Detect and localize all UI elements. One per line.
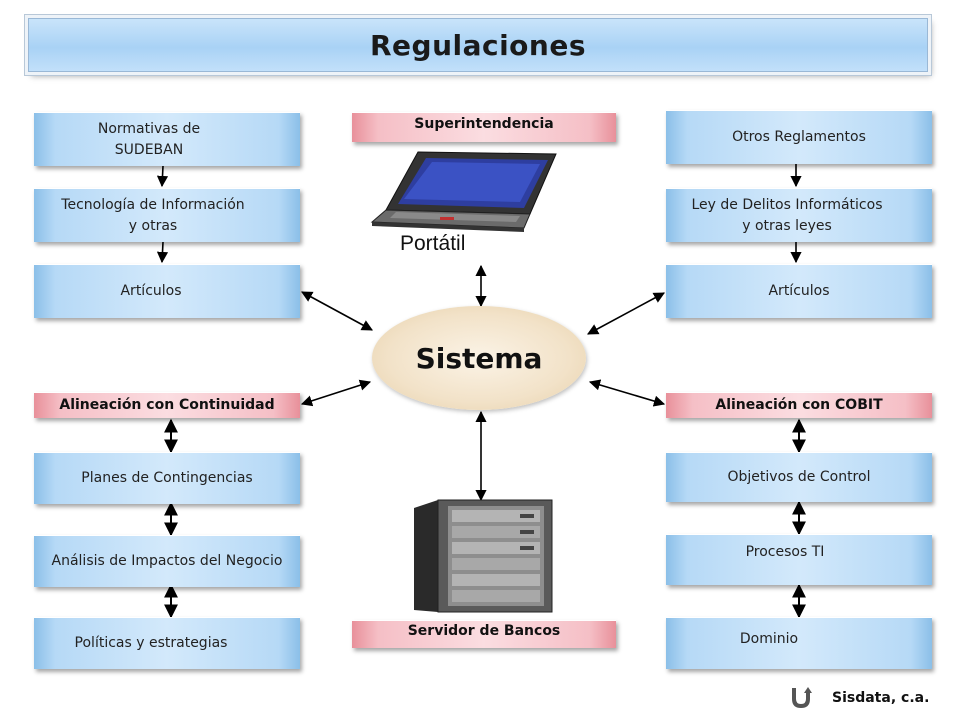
sisdata-logo-icon xyxy=(792,687,812,708)
box-procesos-label: Procesos TI xyxy=(745,543,825,560)
box-articulos-left: Artículos xyxy=(34,264,300,318)
box-servidor-label: Servidor de Bancos xyxy=(407,623,561,639)
box-articulos-right: Artículos xyxy=(666,264,932,318)
box-politicas-label: Políticas y estrategias xyxy=(74,635,228,651)
box-otros-label: Otros Reglamentos xyxy=(732,129,866,145)
box-procesos-ti: Procesos TI xyxy=(666,534,932,585)
box-objetivos-control: Objetivos de Control xyxy=(666,452,932,502)
box-servidor-bancos: Servidor de Bancos xyxy=(352,620,616,648)
box-planes-contingencias: Planes de Contingencias xyxy=(34,452,300,504)
box-normativas-sudeban: Normativas de SUDEBAN xyxy=(34,112,300,166)
title-banner: Regulaciones xyxy=(28,18,928,72)
arrow-tecnologia-articulos xyxy=(156,241,169,264)
box-dominio-label: Dominio xyxy=(739,631,799,647)
box-tecnologia-label: Tecnología de Información y otras xyxy=(61,196,245,234)
footer-company: Sisdata, c.a. xyxy=(832,690,930,706)
box-alineacion-continuidad: Alineación con Continuidad xyxy=(34,392,300,418)
arrow-normativas-tecnologia xyxy=(156,165,169,188)
box-otros-reglamentos: Otros Reglamentos xyxy=(666,110,932,164)
box-superintendencia: Superintendencia xyxy=(352,112,616,142)
box-alineacion-cobit-label: Alineación con COBIT xyxy=(715,397,883,413)
box-analisis-impactos: Análisis de Impactos del Negocio xyxy=(34,535,300,587)
box-objetivos-label: Objetivos de Control xyxy=(727,469,871,485)
page-title: Regulaciones xyxy=(369,28,587,62)
sistema-node: Sistema xyxy=(372,306,586,410)
box-dominio: Dominio xyxy=(666,617,932,669)
arrow-cobit-sistema xyxy=(588,379,666,407)
arrow-articulos-left-sistema xyxy=(301,291,373,331)
arrow-continuidad-sistema xyxy=(300,379,372,407)
box-alineacion-cobit: Alineación con COBIT xyxy=(666,392,932,418)
box-politicas-estrategias: Políticas y estrategias xyxy=(34,617,300,669)
box-analisis-label: Análisis de Impactos del Negocio xyxy=(51,553,283,569)
box-planes-label: Planes de Contingencias xyxy=(81,470,253,486)
box-tecnologia-informacion: Tecnología de Información y otras xyxy=(34,188,300,242)
box-ley-delitos: Ley de Delitos Informáticos y otras leye… xyxy=(666,188,932,242)
box-alineacion-continuidad-label: Alineación con Continuidad xyxy=(59,397,275,413)
sistema-label: Sistema xyxy=(415,341,543,375)
arrow-articulos-right-sistema xyxy=(587,292,665,335)
box-ley-label: Ley de Delitos Informáticos y otras leye… xyxy=(691,196,883,234)
box-superintendencia-label: Superintendencia xyxy=(414,116,554,132)
box-articulos-right-label: Artículos xyxy=(768,283,830,299)
box-articulos-left-label: Artículos xyxy=(120,283,182,299)
laptop-label: Portátil xyxy=(400,232,466,255)
box-normativas-label: Normativas de SUDEBAN xyxy=(97,120,201,158)
